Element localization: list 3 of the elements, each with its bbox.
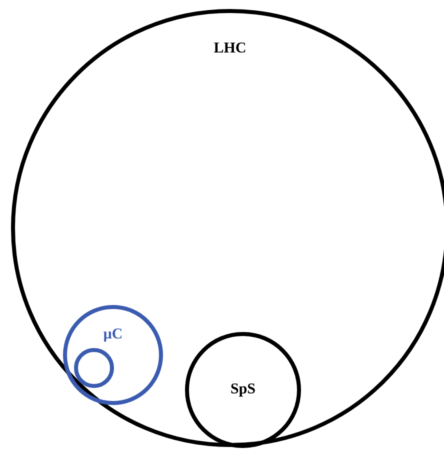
small-ring	[74, 348, 114, 388]
ring: SpS	[185, 332, 301, 448]
ring: μC	[63, 305, 163, 405]
